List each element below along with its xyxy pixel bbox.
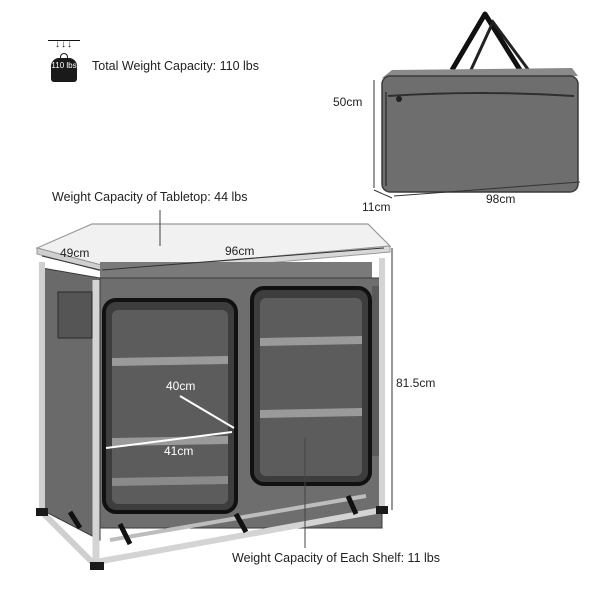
- bag-handle: [449, 11, 523, 72]
- foot: [90, 562, 104, 570]
- bag-depth-label: 11cm: [362, 200, 391, 214]
- foot: [376, 506, 388, 514]
- storage-bag: [373, 11, 581, 199]
- bag-height-label: 50cm: [333, 95, 363, 109]
- zipper-pull: [396, 96, 402, 102]
- camping-cabinet: [35, 210, 393, 570]
- shelf-depth-label: 40cm: [166, 379, 196, 393]
- shelf: [260, 336, 362, 346]
- cabinet-depth-label: 49cm: [60, 246, 90, 260]
- bag-width-label: 98cm: [486, 192, 516, 206]
- bag-handle-strap: [468, 19, 532, 73]
- shelf-width-label: 41cm: [164, 444, 194, 458]
- shelf: [260, 408, 362, 418]
- foot: [36, 508, 48, 516]
- shelf: [112, 356, 228, 366]
- cabinet-height-label: 81.5cm: [396, 376, 436, 390]
- side-pocket: [57, 291, 93, 339]
- cabinet-width-label: 96cm: [225, 244, 255, 258]
- shelf-depth-arrow: [179, 395, 235, 429]
- shelf-width-arrow: [105, 431, 233, 449]
- total-capacity-label: Total Weight Capacity: 110 lbs: [92, 59, 259, 73]
- tabletop-capacity-label: Weight Capacity of Tabletop: 44 lbs: [52, 190, 248, 204]
- shelf-capacity-label: Weight Capacity of Each Shelf: 11 lbs: [232, 551, 440, 565]
- weight-icon-label: 110 lbs: [51, 61, 77, 70]
- weight-icon: ↓↓↓ 110 lbs: [46, 40, 82, 84]
